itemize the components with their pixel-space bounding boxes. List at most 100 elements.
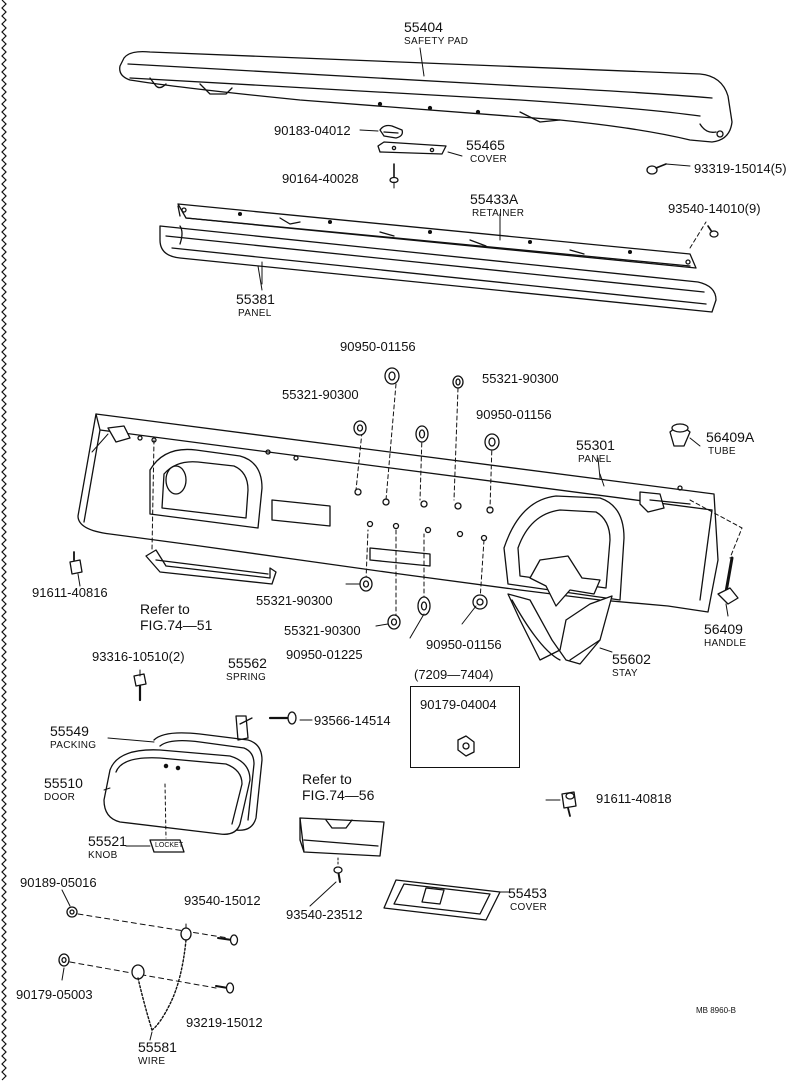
refer-fig-74-51-line2: FIG.74—51: [140, 617, 213, 633]
part-number-55381: 55381: [236, 291, 275, 307]
part-number-90189-05016: 90189-05016: [20, 875, 97, 890]
screw-93540-23512-drawing: [333, 857, 343, 883]
part-number-90950-01156-top: 90950-01156: [340, 339, 416, 354]
assist-bar-drawing: [145, 549, 277, 585]
part-name-wire: WIRE: [138, 1056, 166, 1067]
refer-fig-74-56-line1: Refer to: [302, 771, 352, 787]
tube-drawing: [669, 423, 691, 447]
part-number-90950-01156-right: 90950-01156: [476, 407, 552, 422]
part-name-cover-55453: COVER: [510, 902, 548, 913]
knob-drawing: [149, 783, 185, 853]
handle-drawing: [717, 556, 739, 605]
screw-93219-drawing: [215, 982, 235, 994]
part-number-93316-10510: 93316-10510(2): [92, 650, 185, 664]
washer-90189-drawing: [66, 906, 229, 939]
part-number-90164-40028: 90164-40028: [282, 171, 359, 186]
part-name-door: DOOR: [44, 792, 76, 803]
part-number-55453: 55453: [508, 885, 547, 901]
part-number-56409: 56409: [704, 621, 743, 637]
part-name-cover-55465: COVER: [470, 154, 508, 165]
spring-drawing: [235, 715, 253, 741]
part-number-93316-text: 93316-10510: [92, 649, 169, 664]
part-number-55404: 55404: [404, 19, 443, 35]
part-name-packing: PACKING: [50, 740, 97, 751]
variant-inset-box: [410, 686, 520, 768]
part-number-90179-04004: 90179-04004: [420, 697, 497, 712]
packing-drawing: [153, 732, 263, 831]
part-number-55321-90300-lowest: 55321-90300: [284, 623, 361, 638]
binding-edge: [1, 0, 7, 1081]
screw-90164-drawing: [389, 163, 399, 189]
grommet-90950-top: [384, 367, 400, 385]
screw-93540-15012-drawing: [217, 934, 239, 946]
part-number-93219-15012: 93219-15012: [186, 1015, 263, 1030]
panel-55381-drawing: [159, 225, 717, 313]
part-name-handle: HANDLE: [704, 638, 747, 649]
nut-55321-upper-left: [353, 420, 367, 436]
retainer-drawing: [177, 203, 707, 269]
part-name-knob: KNOB: [88, 850, 118, 861]
part-qty-93316: (2): [168, 649, 185, 664]
part-number-55549: 55549: [50, 723, 89, 739]
door-drawing: [103, 749, 251, 835]
part-number-55602: 55602: [612, 651, 651, 667]
part-number-55321-90300-upper: 55321-90300: [282, 387, 359, 402]
grommet-90950-right: [484, 433, 500, 451]
bolt-91611-40816-drawing: [69, 551, 83, 575]
screw-93319-drawing: [646, 163, 691, 175]
part-number-55301: 55301: [576, 437, 615, 453]
part-name-stay: STAY: [612, 668, 638, 679]
grommet-90950-01225: [417, 596, 431, 616]
stay-drawing: [507, 555, 613, 665]
bolt-91611-40818-drawing: [561, 791, 577, 817]
screw-93540-14010-drawing: [707, 225, 719, 238]
part-number-93540-14010-text: 93540-14010: [668, 201, 745, 216]
part-number-93319-15014: 93319-15014(5): [694, 162, 787, 176]
part-name-panel-55301: PANEL: [578, 454, 612, 465]
part-number-90950-01156-lower: 90950-01156: [426, 637, 502, 652]
part-number-91611-40816: 91611-40816: [32, 585, 108, 600]
part-name-retainer: RETAINER: [472, 208, 525, 219]
part-number-93319-text: 93319-15014: [694, 161, 771, 176]
drawing-code: MB 8960-B: [696, 1006, 737, 1015]
part-number-55521: 55521: [88, 833, 127, 849]
refer-fig-74-56-line2: FIG.74—56: [302, 787, 375, 803]
part-name-tube: TUBE: [708, 446, 736, 457]
part-number-93566-14514: 93566-14514: [314, 713, 391, 728]
nut-55321-lowest: [387, 614, 401, 630]
part-number-90950-01225: 90950-01225: [286, 647, 363, 662]
part-number-90179-05003: 90179-05003: [16, 987, 93, 1002]
part-number-93540-14010: 93540-14010(9): [668, 202, 761, 216]
part-number-55465: 55465: [466, 137, 505, 153]
bolt-93316-drawing: [133, 673, 147, 702]
cover-55453-drawing: [383, 879, 511, 921]
part-number-56409a: 56409A: [706, 429, 755, 445]
ashtray-drawing: [299, 817, 385, 857]
leader-lines: [61, 265, 729, 1041]
part-number-55581: 55581: [138, 1039, 177, 1055]
nut-90179-04004-drawing: [457, 735, 475, 757]
right-bracket-drawing: [639, 491, 691, 513]
part-number-55321-90300-lower: 55321-90300: [256, 593, 333, 608]
part-number-91611-40818: 91611-40818: [596, 791, 672, 806]
nut-55321-lower: [359, 576, 373, 592]
part-number-55321-90300-top-right: 55321-90300: [482, 371, 559, 386]
knob-imprint: LOCKET: [155, 842, 184, 849]
screw-93566-drawing: [268, 711, 297, 725]
part-number-90183-04012: 90183-04012: [274, 123, 351, 138]
part-name-safety-pad: SAFETY PAD: [404, 36, 469, 47]
part-qty-93319: (5): [770, 161, 787, 176]
part-name-spring: SPRING: [226, 672, 267, 683]
part-number-55510: 55510: [44, 775, 83, 791]
wire-drawing: [131, 927, 192, 1031]
part-qty-93540-14010: (9): [744, 201, 761, 216]
grommet-90950-lower-right: [472, 594, 488, 610]
part-name-panel-55381: PANEL: [238, 308, 272, 319]
part-number-55562: 55562: [228, 655, 267, 671]
nut-55321-top-right: [452, 375, 464, 389]
part-number-93540-23512: 93540-23512: [286, 907, 363, 922]
clip-90183-drawing: [359, 124, 404, 139]
safety-pad-drawing: [119, 47, 733, 143]
